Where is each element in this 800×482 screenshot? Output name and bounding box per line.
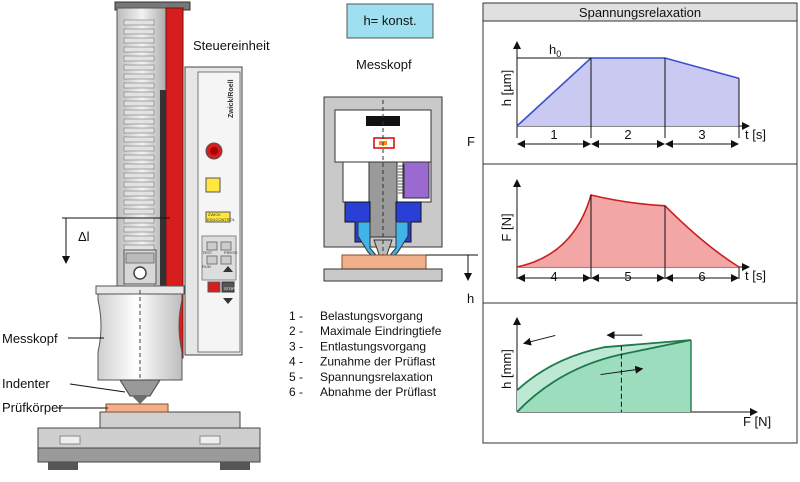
curve-line	[516, 339, 692, 392]
legend-text: Spannungsrelaxation	[320, 370, 433, 384]
label-h: h	[467, 291, 474, 306]
segment-label: 2	[624, 127, 631, 142]
measuring-head-detail	[323, 96, 478, 282]
y-axis-label: h [mm]	[499, 349, 514, 389]
svg-text:ZWICK: ZWICK	[208, 212, 221, 217]
x-axis-label: t [s]	[745, 127, 766, 142]
x-axis-label: t [s]	[745, 268, 766, 283]
label-steuereinheit: Steuereinheit	[193, 38, 270, 53]
arrow-down-icon	[223, 298, 233, 304]
direction-arrow	[522, 334, 556, 346]
svg-text:RUN: RUN	[202, 264, 211, 269]
legend-text: Maximale Eindringtiefe	[320, 324, 442, 338]
phase-legend: 1 - Belastungsvorgang 2 - Maximale Eindring…	[289, 309, 442, 399]
curve-line	[516, 194, 740, 268]
chart-panel-title: Spannungsrelaxation	[579, 5, 701, 20]
legend-number: 4 -	[289, 355, 303, 369]
legend-number: 5 -	[289, 370, 303, 384]
area-fill	[517, 195, 739, 267]
legend-number: 6 -	[289, 385, 303, 399]
label-delta-l: Δl	[78, 229, 90, 244]
label-indenter: Indenter	[2, 376, 50, 391]
legend-number: 1 -	[289, 309, 303, 323]
control-unit: Zwick/Roell ZWICK EDUCONTROL TEST PRESS …	[184, 66, 243, 356]
area-fill-inner	[517, 340, 691, 412]
segment-label: 4	[550, 269, 557, 284]
curve-line	[516, 339, 692, 413]
svg-text:STOP: STOP	[224, 286, 235, 291]
svg-text:PRESS: PRESS	[224, 250, 238, 255]
label-messkopf-left: Messkopf	[2, 331, 58, 346]
testing-machine	[37, 1, 261, 470]
segment-label: 1	[550, 127, 557, 142]
chart-panel-header	[482, 2, 798, 22]
legend-number: 3 -	[289, 339, 303, 353]
direction-arrow	[600, 365, 644, 376]
spring-icon	[398, 164, 405, 198]
segment-label: 3	[698, 127, 705, 142]
legend-text: Belastungsvorgang	[320, 309, 423, 323]
brand-logo: Zwick/Roell	[228, 79, 235, 118]
h-konst-label: h= konst.	[363, 13, 416, 28]
curve-line	[516, 57, 740, 127]
svg-text:EDUCONTROL: EDUCONTROL	[207, 217, 236, 222]
y-axis-label: F [N]	[499, 213, 514, 241]
legend-text: Entlastungsvorgang	[320, 339, 426, 353]
svg-text:TEST: TEST	[202, 250, 213, 255]
segment-label: 5	[624, 269, 631, 284]
arrow-up-icon	[223, 266, 233, 272]
legend-number: 2 -	[289, 324, 303, 338]
label-messkopf-top: Messkopf	[356, 57, 412, 72]
label-pruefkoerper: Prüfkörper	[2, 400, 63, 415]
label-F: F	[467, 134, 475, 149]
key-switch-icon	[205, 177, 221, 193]
x-axis-label: F [N]	[743, 414, 771, 429]
legend-text: Abnahme der Prüflast	[320, 385, 437, 399]
segment-label: 6	[698, 269, 705, 284]
y-axis-label: h [µm]	[499, 70, 514, 106]
h-konst-box	[346, 3, 434, 39]
legend-text: Zunahme der Prüflast	[320, 355, 436, 369]
